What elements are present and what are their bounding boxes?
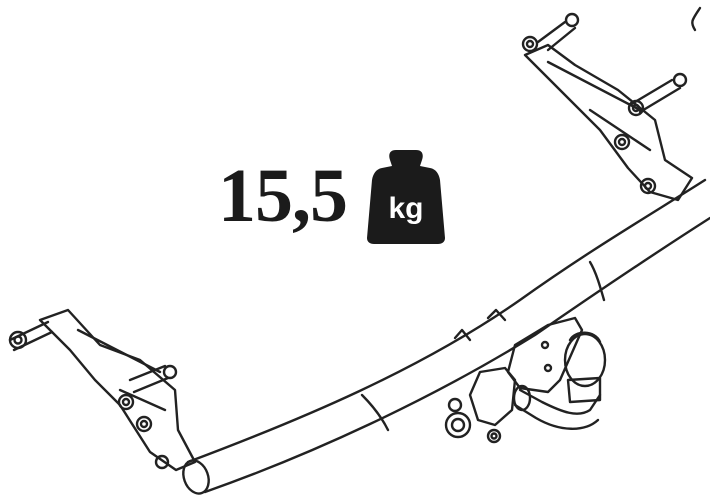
tow-ball-neck — [513, 388, 602, 430]
product-weight-value: 15,5 — [218, 154, 348, 238]
kettlebell-weight-icon — [367, 150, 445, 244]
tow-ball — [563, 332, 607, 388]
product-weight-unit: kg — [388, 192, 424, 225]
right-bracket — [523, 43, 694, 202]
crossbar-tube-top — [186, 178, 707, 464]
socket-housing — [468, 366, 517, 427]
hitch-drop-plate — [453, 308, 507, 342]
crossbar-tube-bottom — [203, 216, 710, 494]
crossbar-left-end — [182, 459, 210, 495]
left-bracket — [38, 308, 197, 472]
